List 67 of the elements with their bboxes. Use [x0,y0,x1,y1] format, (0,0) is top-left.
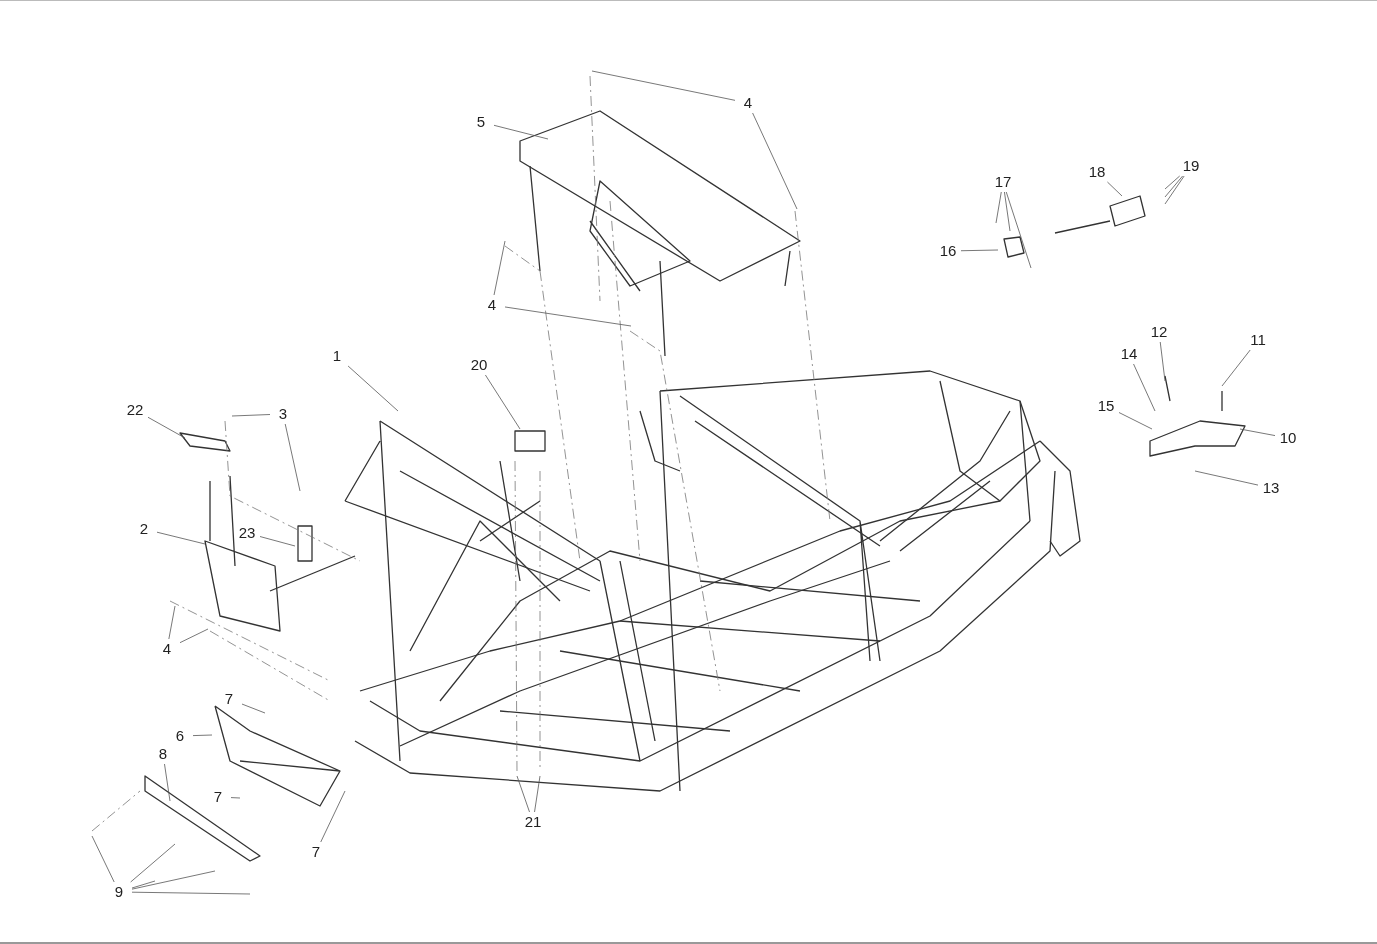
callout-number: 7 [206,788,230,806]
leader-line [493,240,506,296]
leader-line [534,775,541,813]
leader-line [1164,175,1185,205]
callout-number: 3 [271,405,295,423]
leader-line [179,628,209,644]
callout-number: 4 [480,296,504,314]
leader-line [284,423,301,492]
callout-number: 17 [991,173,1015,191]
leader-line [131,891,251,895]
callout-number: 21 [521,813,545,831]
leader-line [192,734,213,736]
leader-line [91,835,115,883]
callout-number: 6 [168,727,192,745]
leader-line [591,70,736,101]
callout-number: 10 [1276,429,1300,447]
leader-line [147,416,186,439]
leader-line [259,536,296,547]
leader-line [131,870,216,890]
leader-line [1005,191,1032,269]
leader-line [164,763,171,802]
leader-line [1133,363,1156,412]
leader-line [1164,175,1183,198]
callout-number: 15 [1094,397,1118,415]
callout-number: 7 [304,843,328,861]
callout-number: 11 [1246,331,1270,349]
callout-number: 9 [107,883,131,901]
callout-number: 18 [1085,163,1109,181]
callout-number: 23 [235,524,259,542]
callout-number: 4 [736,94,760,112]
callout-number: 7 [217,690,241,708]
leader-line [752,112,798,210]
leader-line [1194,470,1259,486]
leader-line [485,374,521,430]
leader-line [1164,175,1181,190]
callout-number: 22 [123,401,147,419]
leader-line [231,414,271,417]
leader-line [960,249,999,252]
callout-number: 12 [1147,323,1171,341]
callout-number: 13 [1259,479,1283,497]
leader-line [995,191,1002,224]
leader-line [347,365,399,412]
leader-line [1107,181,1123,197]
callout-number: 1 [325,347,349,365]
callout-number: 20 [467,356,491,374]
callout-number: 5 [469,113,493,131]
leader-line [131,880,156,889]
leader-line [493,124,549,140]
leader-line [230,797,241,799]
leader-line [1239,428,1276,436]
callout-number: 2 [132,520,156,538]
leader-line [1118,412,1153,430]
leader-line [1159,341,1166,382]
leader-line [130,843,176,883]
callout-number: 8 [151,745,175,763]
leader-line [320,790,346,843]
callout-number: 16 [936,242,960,260]
callout-number: 4 [155,640,179,658]
leader-line [156,531,206,545]
callout-number: 19 [1179,157,1203,175]
leader-line [516,775,530,813]
leader-line [241,703,266,714]
leader-line [504,306,632,327]
leader-line [168,605,176,640]
callout-number: 14 [1117,345,1141,363]
leader-line [1221,349,1251,387]
leader-line [1004,191,1011,232]
